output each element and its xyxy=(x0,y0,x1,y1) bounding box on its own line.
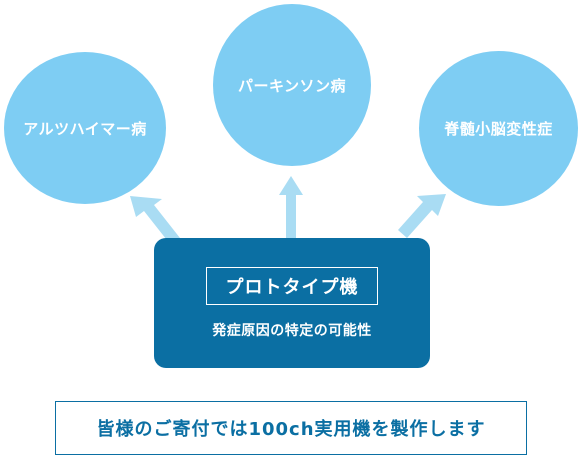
donation-message: 皆様のご寄付では100ch実用機を製作します xyxy=(96,419,486,440)
disease-circle-scd: 脊髄小脳変性症 xyxy=(419,51,578,206)
disease-label-parkinsons: パーキンソン病 xyxy=(237,76,347,95)
disease-label-alzheimers: アルツハイマー病 xyxy=(23,119,147,138)
arrow-to-alzheimers xyxy=(130,196,180,244)
arrow-to-parkinsons xyxy=(279,176,303,238)
disease-circle-parkinsons: パーキンソン病 xyxy=(213,4,371,166)
prototype-subtitle: 発症原因の特定の可能性 xyxy=(212,323,372,339)
donation-message-box: 皆様のご寄付では100ch実用機を製作します xyxy=(55,401,527,455)
prototype-box: プロトタイプ機 発症原因の特定の可能性 xyxy=(154,238,430,368)
prototype-title-frame: プロトタイプ機 xyxy=(206,267,378,305)
disease-label-scd: 脊髄小脳変性症 xyxy=(444,120,553,138)
prototype-title: プロトタイプ機 xyxy=(225,277,359,298)
disease-circle-alzheimers: アルツハイマー病 xyxy=(4,52,166,204)
arrow-to-scd xyxy=(398,194,446,238)
